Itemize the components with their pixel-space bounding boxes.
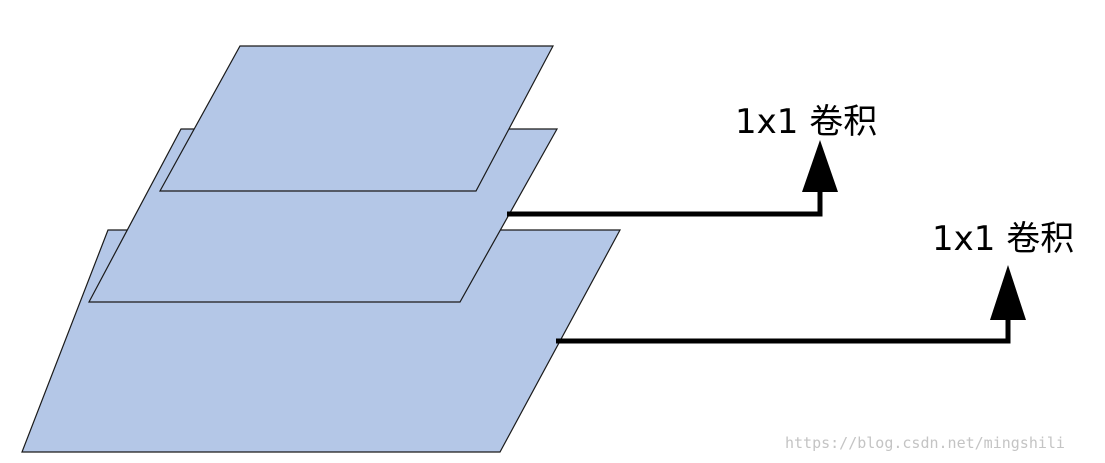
watermark-text: https://blog.csdn.net/mingshili [785,434,1065,452]
lower-conv-label: 1x1 卷积 [932,219,1074,259]
upper-conv-connector [507,188,823,217]
feature-layer-top [158,45,554,192]
lower-conv-connector [556,316,1011,344]
upper-conv-arrowhead [802,140,838,192]
upper-conv-label: 1x1 卷积 [735,102,877,142]
lower-conv-arrowhead [990,265,1026,320]
